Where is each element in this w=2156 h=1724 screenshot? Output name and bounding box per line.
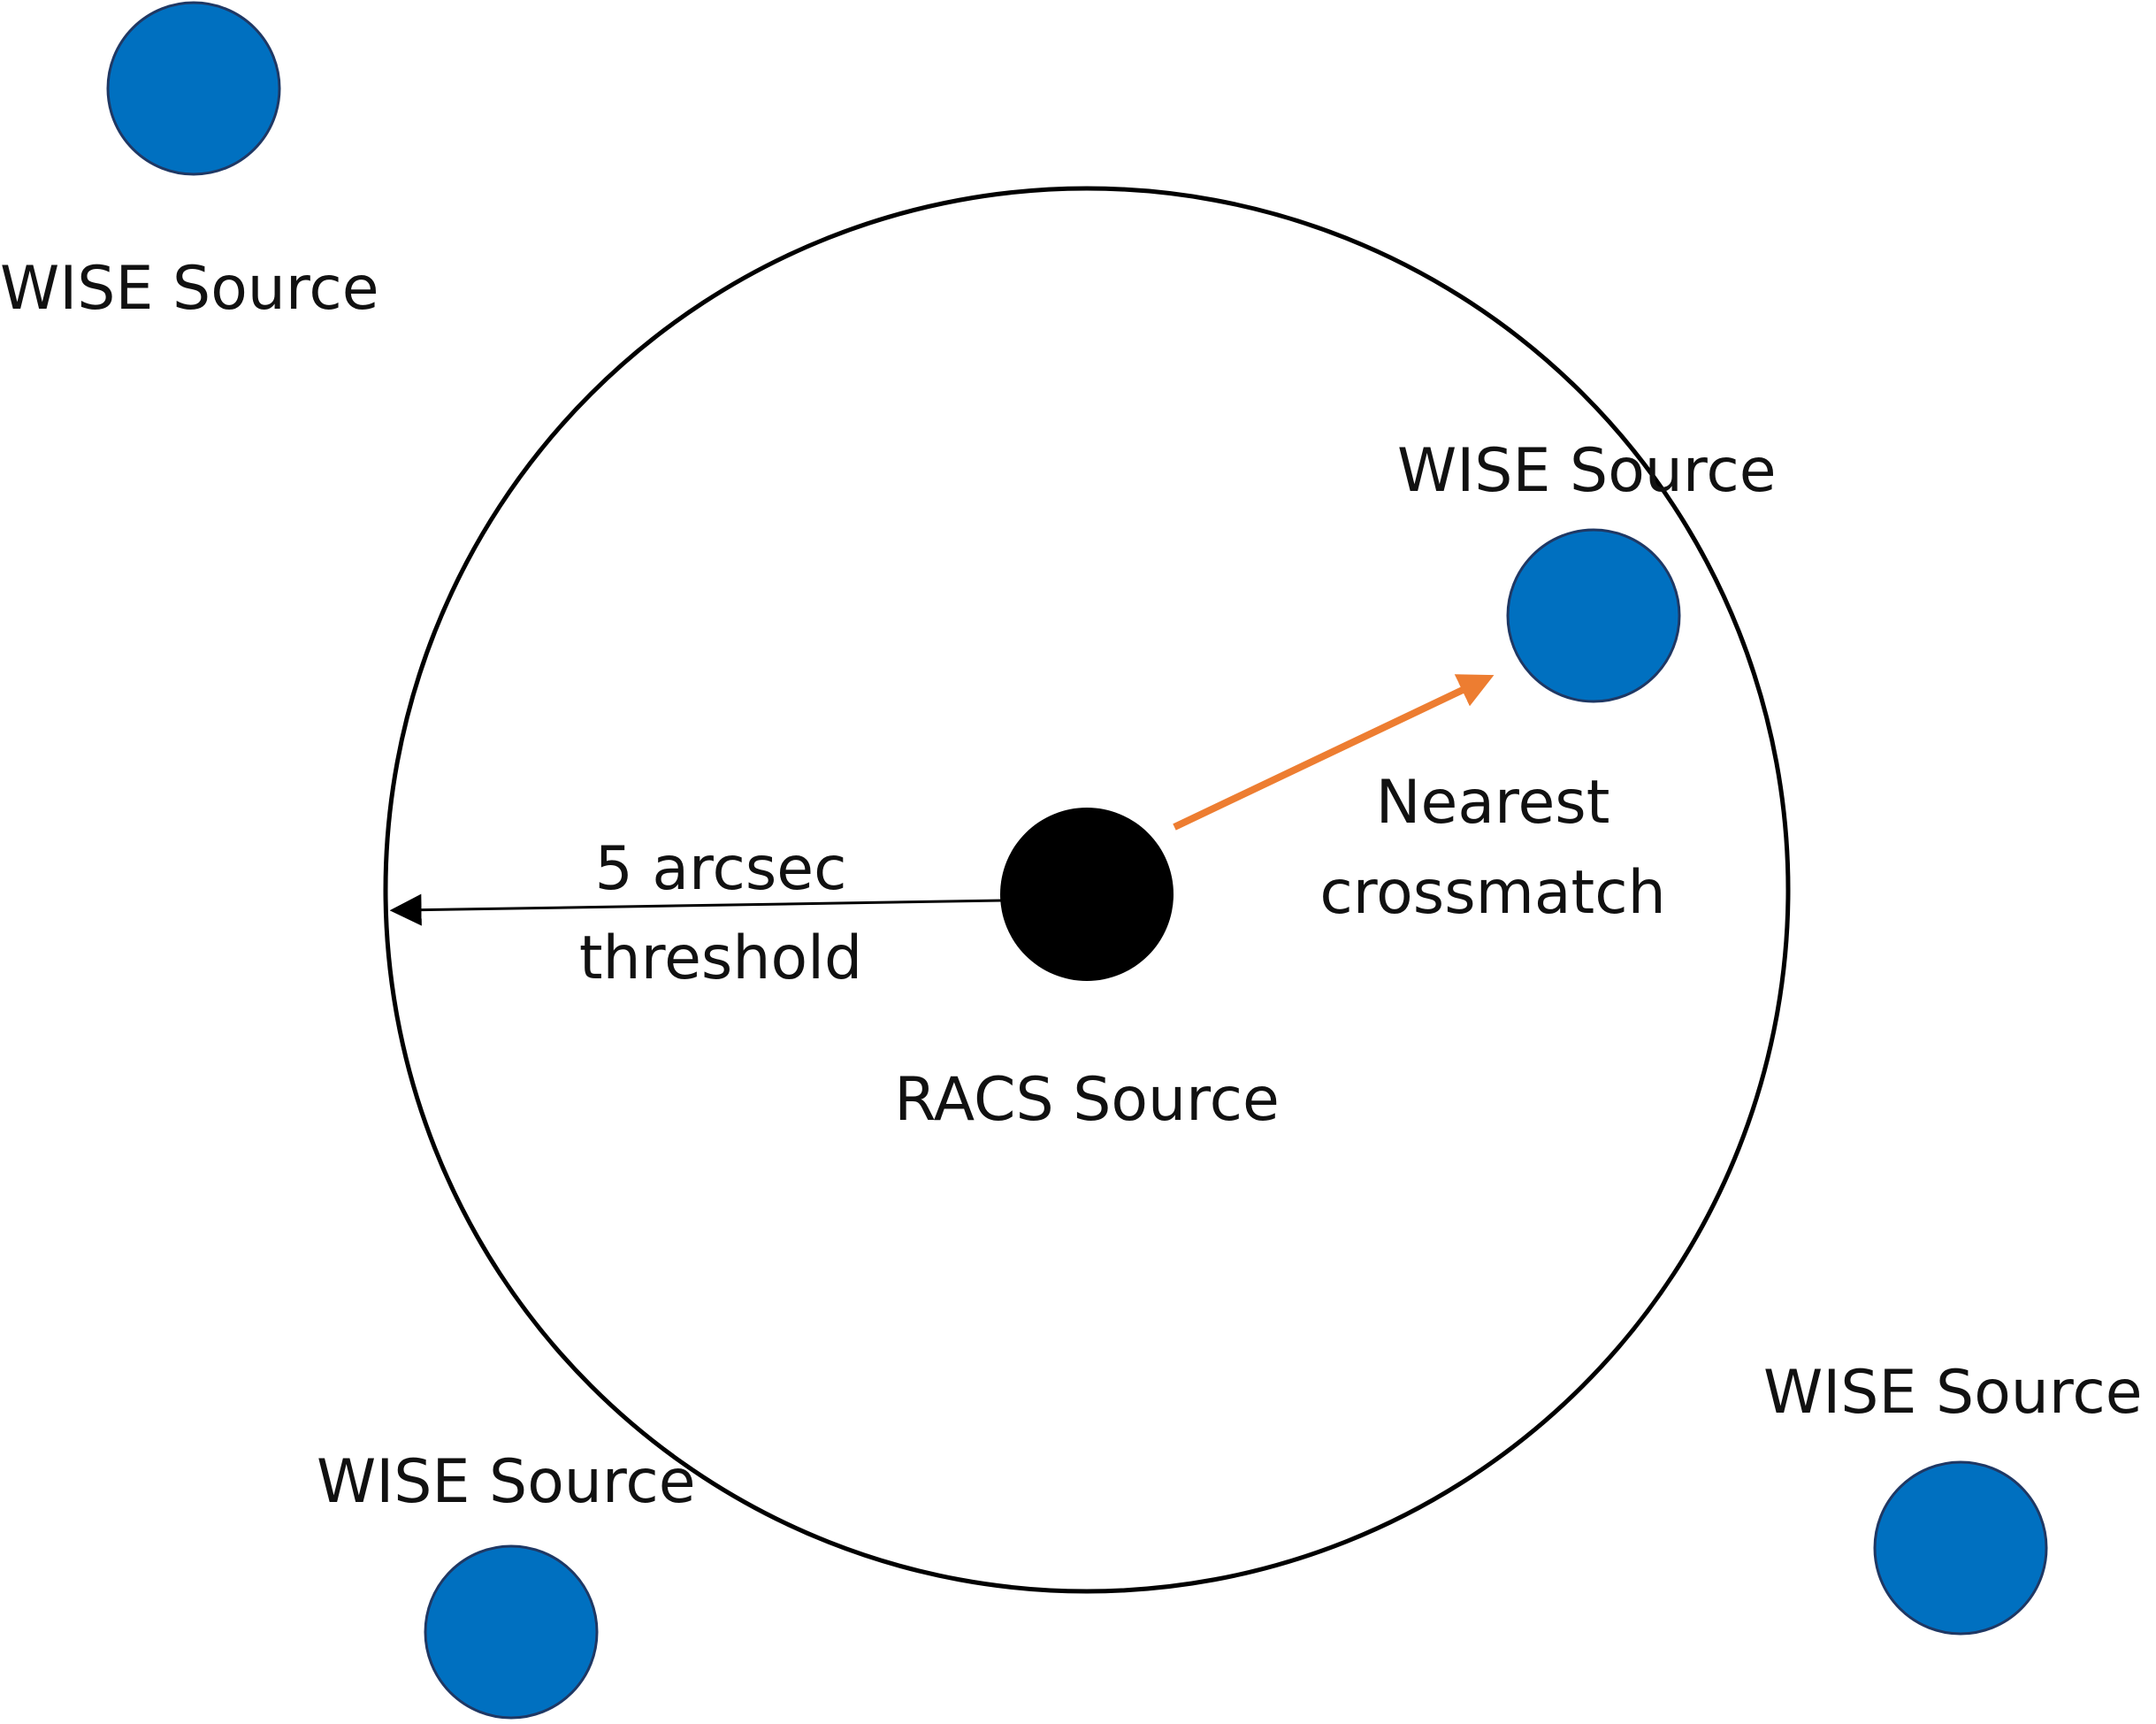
wise-source-marker-bottom-right <box>1873 1460 2048 1636</box>
wise-source-label-bottom-right: WISE Source <box>1763 1358 2143 1428</box>
racs-source-label: RACS Source <box>894 1065 1280 1135</box>
wise-source-label-top-left: WISE Source <box>0 254 379 324</box>
nearest-crossmatch-arrow <box>1173 674 1495 831</box>
crossmatch-label-line2: crossmatch <box>1319 858 1665 928</box>
threshold-radius-arrow <box>389 893 1003 926</box>
threshold-label-line1: 5 arcsec <box>594 834 846 904</box>
threshold-label-line2: threshold <box>579 923 862 993</box>
wise-source-label-bottom-left: WISE Source <box>317 1447 696 1517</box>
crossmatch-label-line1: Nearest <box>1376 768 1610 838</box>
wise-source-marker-bottom-left <box>424 1544 599 1720</box>
threshold-circle <box>383 186 1791 1594</box>
racs-source-marker <box>1000 808 1174 981</box>
wise-source-marker-inside <box>1506 528 1681 703</box>
wise-source-marker-top-left <box>106 1 281 176</box>
wise-source-label-inside: WISE Source <box>1397 436 1777 506</box>
